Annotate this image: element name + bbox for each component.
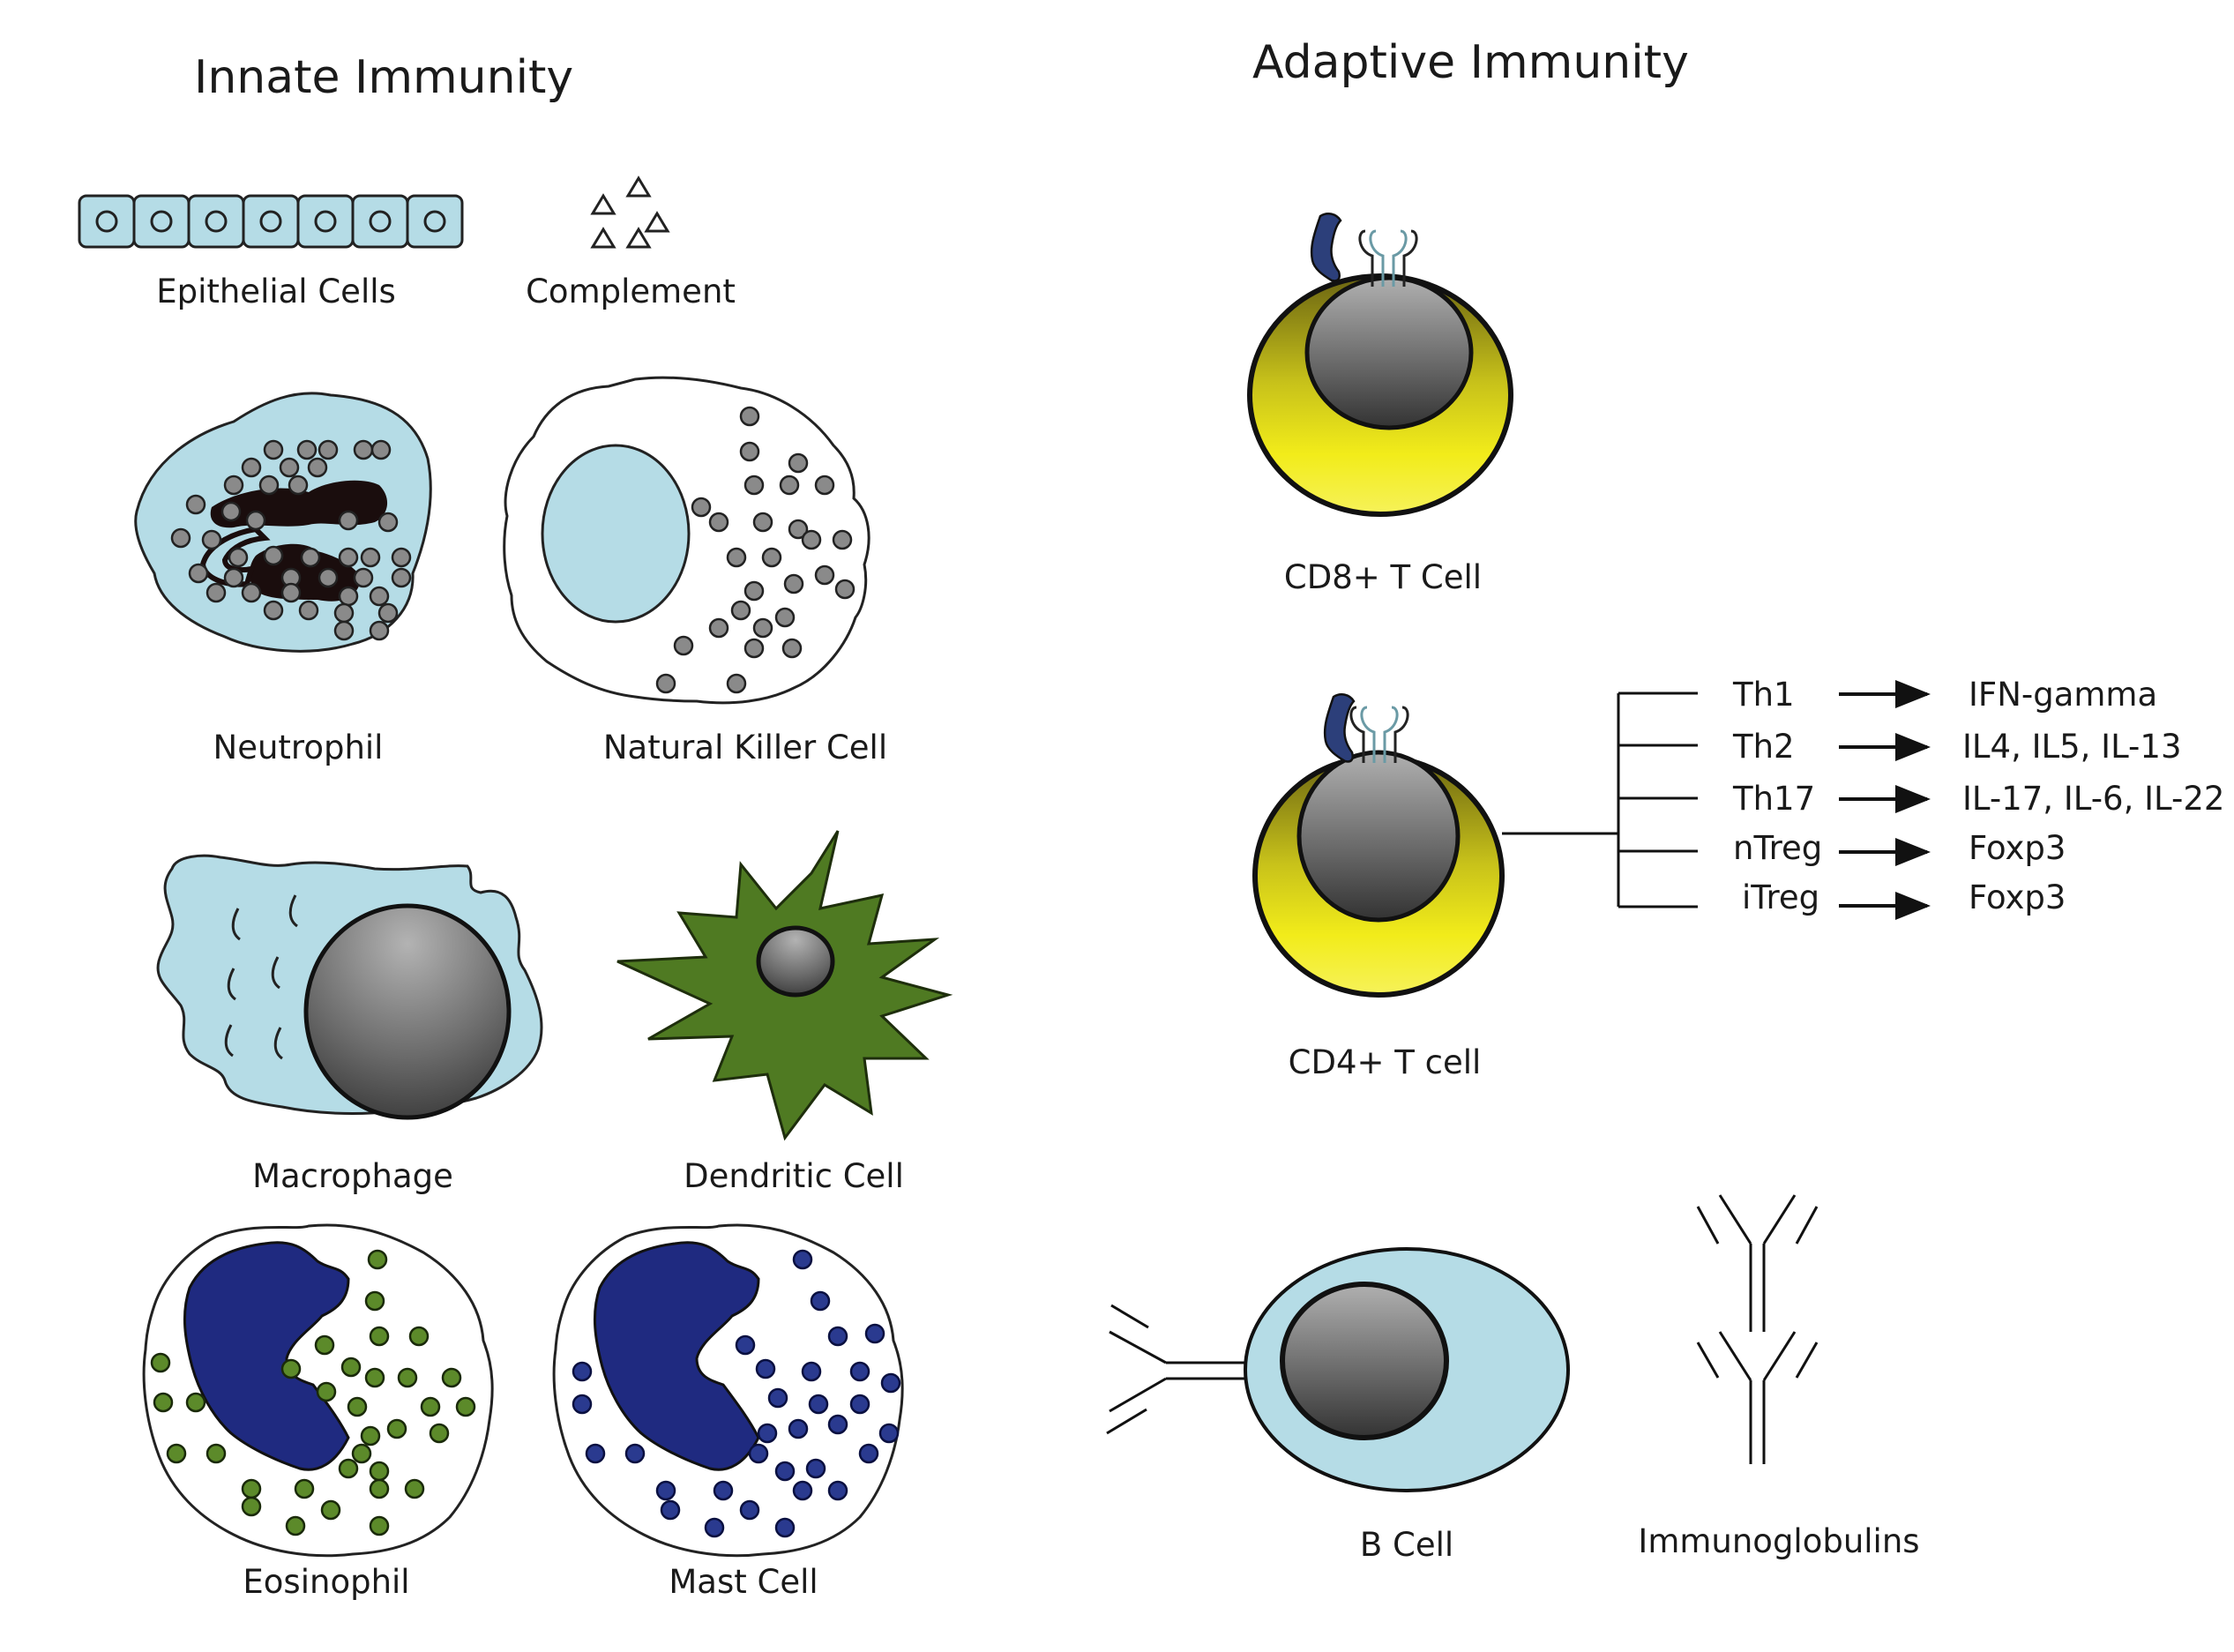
differentiation-bracket [1502,691,1698,908]
subset-arrows [1839,680,1931,920]
dendritic-cell-label: Dendritic Cell [684,1157,904,1195]
mast-cell-icon [552,1223,904,1558]
cd4-t-cell-label: CD4+ T cell [1289,1043,1482,1081]
b-cell-receptor-icon [1106,1304,1246,1435]
subset-name: iTreg [1742,878,1819,916]
eosinophil-granules [150,1249,476,1536]
cd4-t-cell-icon [1252,693,1505,998]
neutrophil-icon [134,392,432,653]
neutrophil-granules [170,439,412,641]
cd8-t-cell-label: CD8+ T Cell [1284,558,1482,596]
complement-icon [590,176,670,249]
antibody-icon [1696,1194,1819,1332]
epithelial-cells-label: Epithelial Cells [156,273,396,310]
innate-immunity-title: Innate Immunity [194,51,573,104]
mast-granules [572,1249,901,1538]
eosinophil-icon [142,1223,494,1558]
macrophage-label: Macrophage [252,1157,453,1195]
macrophage-icon [156,854,543,1120]
mhc-receptor-icon [1323,693,1356,763]
t-cell-receptor-icon [1358,229,1418,287]
immunoglobulins-label: Immunoglobulins [1638,1522,1919,1560]
subset-product: IL-17, IL-6, IL-22 [1962,780,2224,818]
subset-product: IFN-gamma [1969,676,2157,714]
cd8-t-cell-icon [1247,213,1513,517]
b-cell-icon [1106,1247,1570,1492]
complement-label: Complement [526,273,736,310]
t-cell-receptor-icon [1349,706,1409,763]
mast-cell-label: Mast Cell [669,1563,818,1601]
adaptive-immunity-title: Adaptive Immunity [1252,36,1689,89]
t-helper-subsets: Th1 Th2 Th17 nTreg iTreg IFN-gamma IL4, … [1732,676,2224,920]
immunoglobulins-icon [1696,1194,1819,1464]
neutrophil-label: Neutrophil [213,729,384,766]
natural-killer-cell-label: Natural Killer Cell [603,729,887,766]
mhc-receptor-icon [1310,213,1342,282]
dendritic-cell-icon [616,830,953,1141]
subset-name: Th17 [1732,780,1815,818]
subset-product: IL4, IL5, IL-13 [1962,728,2182,766]
natural-killer-cell-icon [503,376,870,705]
subset-name: nTreg [1733,829,1822,867]
eosinophil-label: Eosinophil [243,1563,409,1601]
subset-product: Foxp3 [1969,878,2066,916]
subset-name: Th2 [1732,728,1795,766]
nk-granules [655,406,855,694]
epithelial-cells-icon [78,194,464,249]
antibody-icon [1696,1331,1819,1464]
b-cell-label: B Cell [1360,1526,1453,1564]
subset-name: Th1 [1732,676,1795,714]
subset-product: Foxp3 [1969,829,2066,867]
